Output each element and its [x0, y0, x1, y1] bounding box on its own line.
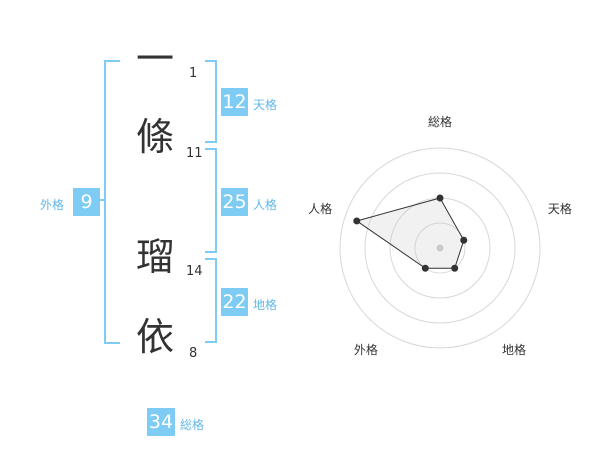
tenkaku-bracket — [205, 60, 217, 143]
stroke-count-3: 14 — [186, 264, 203, 279]
radar-axis-label-2: 地格 — [502, 342, 526, 357]
stroke-count-1: 1 — [189, 66, 198, 81]
radar-point-4 — [353, 217, 361, 225]
jinkaku-value-badge: 25 — [221, 188, 248, 216]
tenkaku-label: 天格 — [253, 98, 278, 112]
radar-ring-4 — [339, 147, 541, 349]
gaikaku-value-badge: 9 — [73, 188, 100, 216]
name-char-3: 瑠 — [135, 235, 174, 279]
name-char-2: 條 — [135, 115, 174, 159]
gaikaku-label: 外格 — [40, 198, 65, 212]
radar-point-3 — [421, 264, 429, 272]
radar-axis-label-0: 総格 — [428, 114, 452, 129]
chikaku-bracket — [205, 258, 217, 343]
radar-center-dot — [436, 244, 444, 252]
radar-point-2 — [451, 264, 459, 272]
jinkaku-bracket — [205, 148, 217, 253]
chikaku-label: 地格 — [253, 298, 278, 312]
name-char-1: 一 — [135, 37, 174, 81]
stroke-count-2: 11 — [186, 146, 203, 161]
radar-ring-3 — [364, 172, 516, 324]
radar-point-0 — [436, 194, 444, 202]
stroke-count-4: 8 — [189, 346, 198, 361]
radar-axis-label-4: 人格 — [308, 201, 332, 216]
radar-axis-label-1: 天格 — [548, 201, 572, 216]
gaikaku-bracket — [104, 60, 120, 344]
radar-ring-1 — [414, 222, 466, 274]
chikaku-value-badge: 22 — [221, 288, 248, 316]
jinkaku-label: 人格 — [253, 198, 278, 212]
tenkaku-value-badge: 12 — [221, 88, 248, 116]
soukaku-value-badge: 34 — [147, 408, 175, 436]
radar-shape — [353, 194, 468, 272]
soukaku-label: 総格 — [180, 418, 205, 432]
radar-polygon — [355, 197, 465, 269]
radar-axis-label-3: 外格 — [354, 342, 378, 357]
radar-point-1 — [460, 236, 468, 244]
name-char-4: 依 — [135, 315, 174, 359]
